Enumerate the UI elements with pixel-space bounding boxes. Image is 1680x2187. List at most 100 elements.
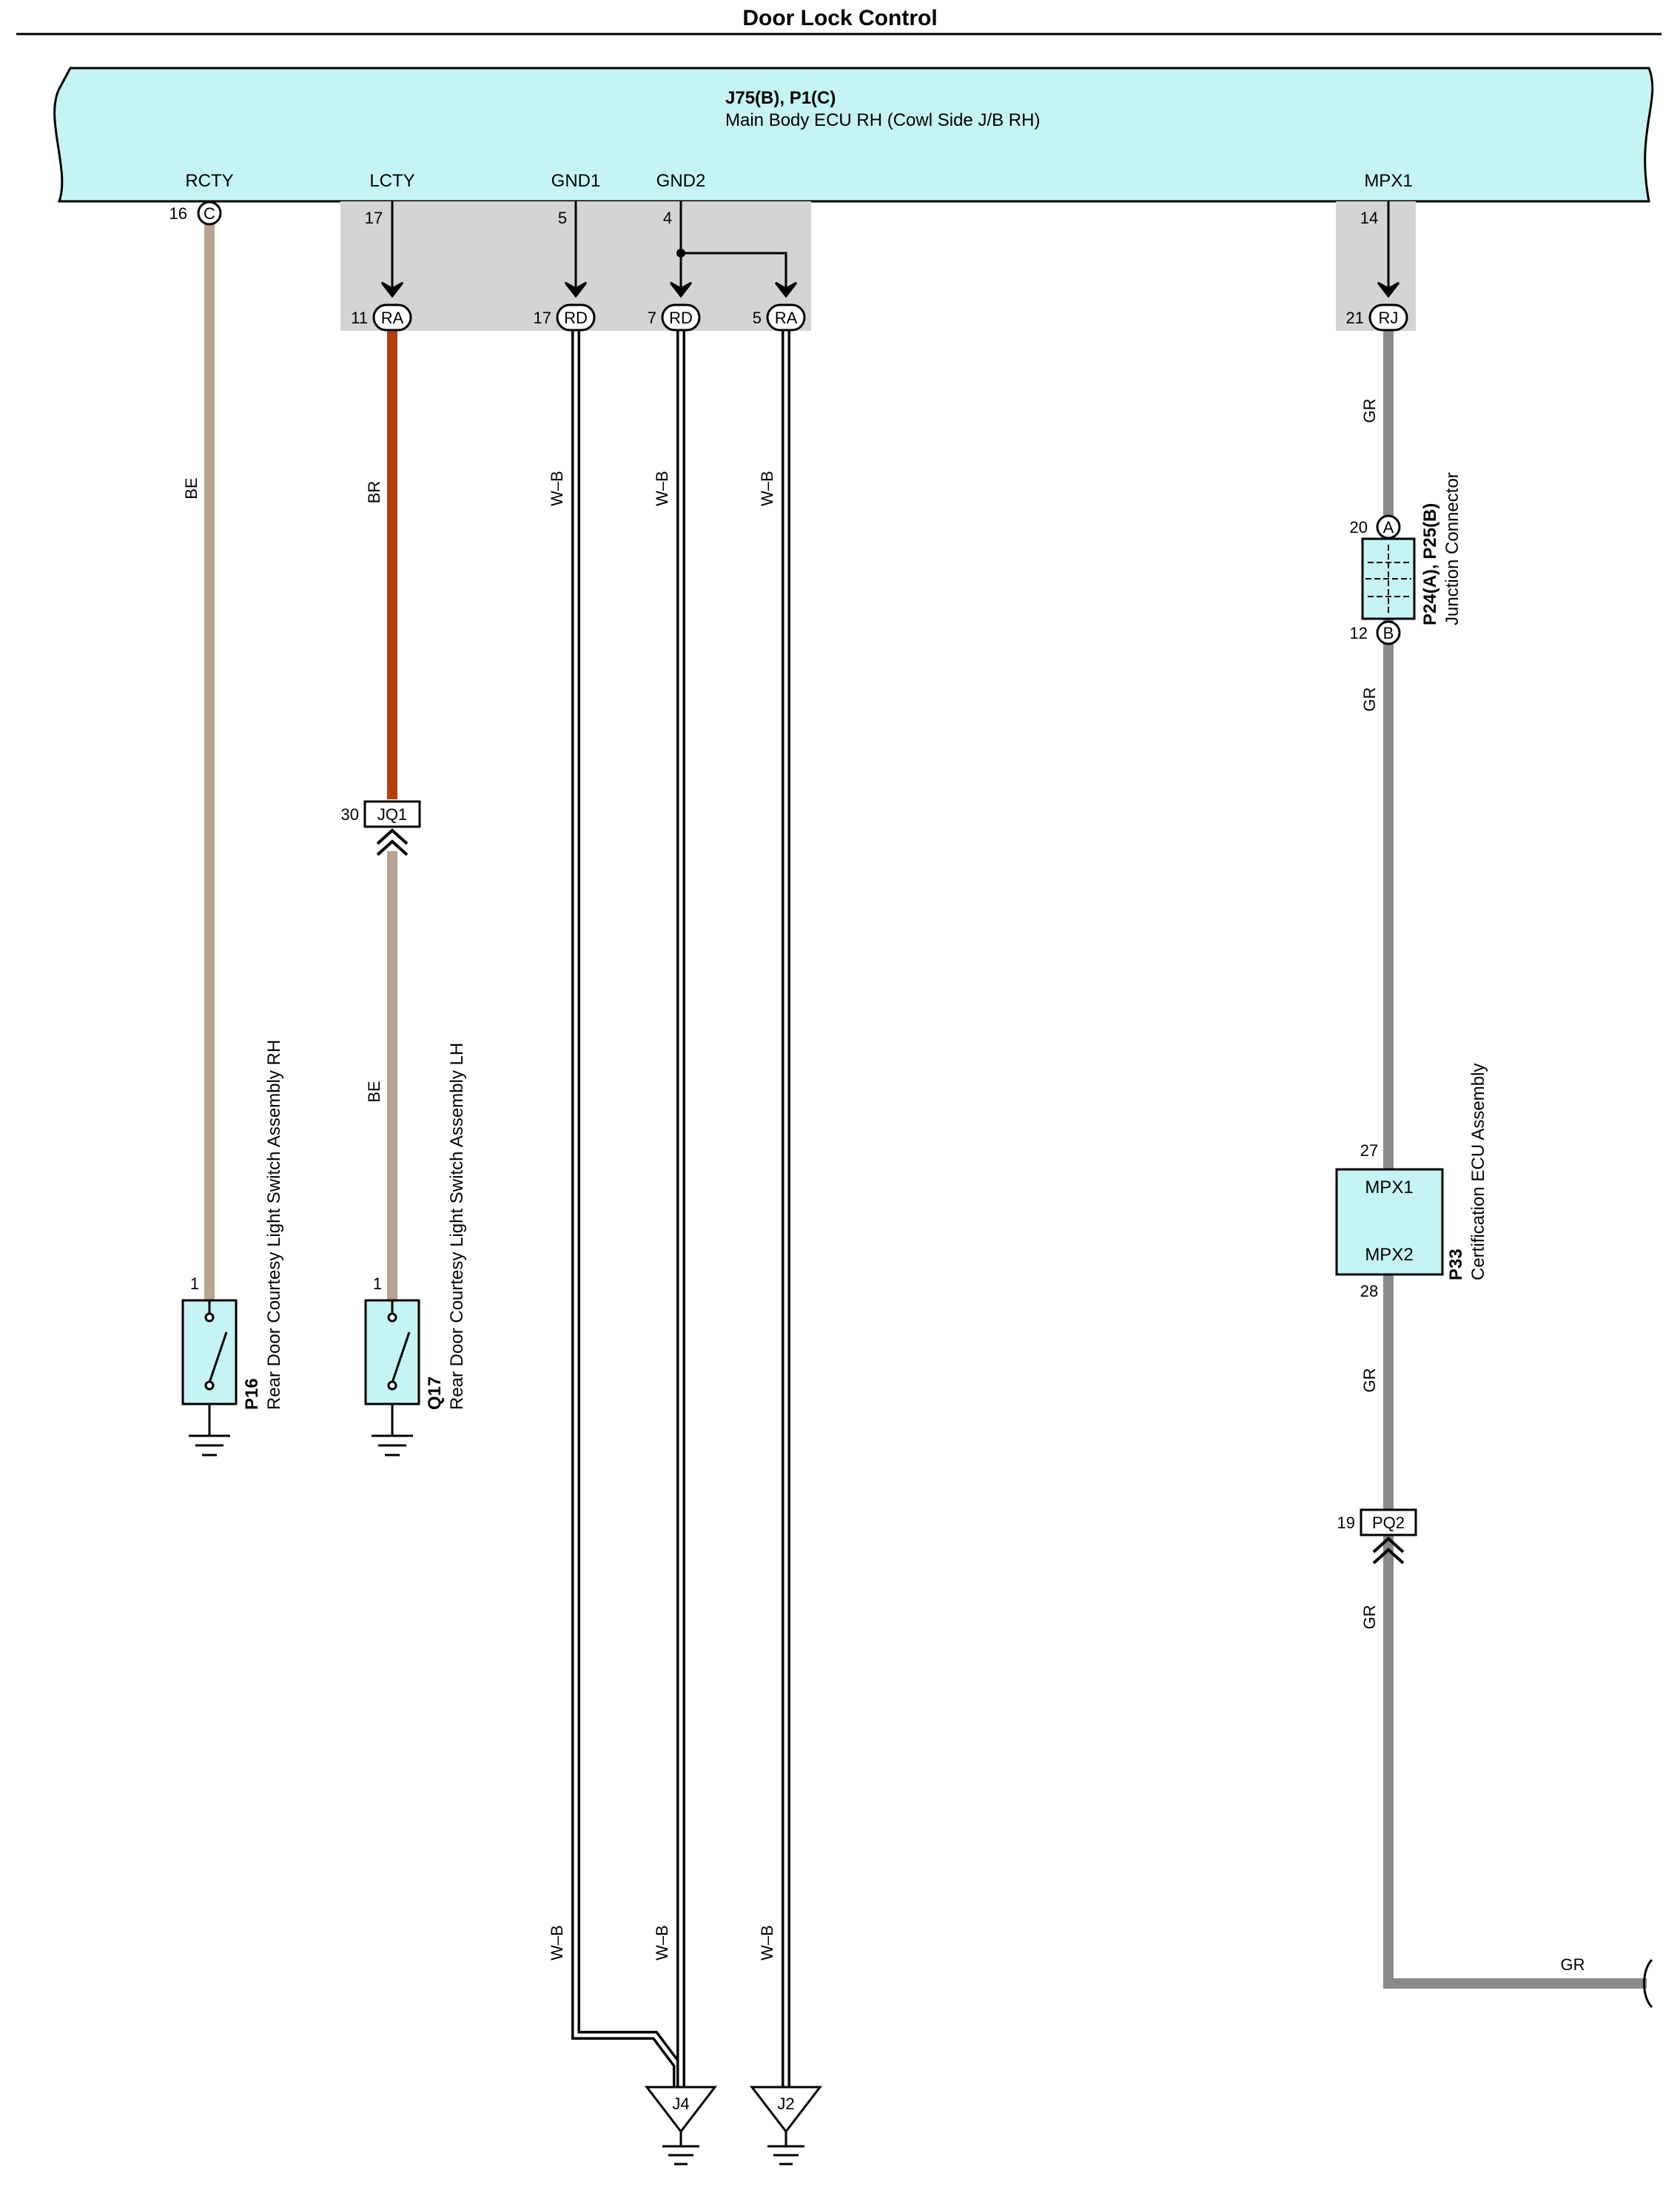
p33-certification-ecu <box>1335 1168 1444 1276</box>
pin-gnd2: 4 <box>663 209 672 227</box>
p33-terminal-mpx2: MPX2 <box>1365 1245 1413 1265</box>
p33-pin-27: 27 <box>1360 1141 1378 1160</box>
arrow-lcty <box>380 281 404 298</box>
connector-ra-5 <box>766 303 806 332</box>
wire-gnd1-wb-outer <box>571 330 682 2094</box>
wire-label-wb-ra5-top: W–B <box>758 471 776 506</box>
ground-j4-symbol <box>662 2131 699 2166</box>
wire-label-wb-gnd2-bottom: W–B <box>653 1925 671 1961</box>
connector-c-label: C <box>204 204 215 223</box>
connector-ra-11-label: RA <box>381 309 404 327</box>
wire-mpx1-gr <box>1383 330 1647 1989</box>
wire-label-gr-3: GR <box>1360 1368 1379 1393</box>
p16-name: Rear Door Courtesy Light Switch Assembly… <box>264 1040 284 1410</box>
pin-ra-5: 5 <box>753 309 762 327</box>
wire-label-wb-gnd1-top: W–B <box>548 471 566 506</box>
connector-b-pin: 12 <box>1350 624 1368 642</box>
pin-rd-17: 17 <box>534 309 551 327</box>
connector-jq1 <box>363 800 421 828</box>
q17-contact-top <box>387 1312 397 1323</box>
arrow-mpx1 <box>1377 281 1400 298</box>
wire-label-gr-1: GR <box>1360 399 1379 423</box>
ground-j4-label: J4 <box>672 2094 689 2113</box>
ground-j4-triangle <box>644 2086 718 2134</box>
wire-label-gr-5: GR <box>1561 1955 1585 1974</box>
wire-label-gr-4: GR <box>1360 1605 1379 1630</box>
p16-switch-blade <box>208 1331 228 1383</box>
p33-terminal-mpx1: MPX1 <box>1365 1178 1413 1197</box>
gnd2-branch-line <box>681 252 787 292</box>
arrow-gnd1 <box>564 281 588 298</box>
ecu-connector-code: J75(B), P1(C) <box>725 88 836 108</box>
p16-contact-top <box>204 1312 215 1323</box>
connector-jq1-label: JQ1 <box>377 805 407 824</box>
connector-a-label: A <box>1383 518 1394 537</box>
connector-c <box>197 201 222 226</box>
ecu-name: Main Body ECU RH (Cowl Side J/B RH) <box>725 110 1040 130</box>
ecu-terminal-rcty: RCTY <box>185 171 233 191</box>
ground-j2-triangle <box>749 2086 823 2134</box>
wire-label-wb-gnd2-top: W–B <box>653 471 671 506</box>
connector-rj-21 <box>1368 303 1408 332</box>
wire-break-mark <box>1643 1958 1653 2009</box>
main-body-ecu-box <box>53 67 1654 203</box>
connector-rd-7 <box>661 303 701 332</box>
q17-contact-bottom <box>387 1380 397 1391</box>
q17-switch-blade <box>391 1331 411 1383</box>
connector-pq2-label: PQ2 <box>1372 1514 1405 1532</box>
ground-j2-label: J2 <box>777 2094 794 2113</box>
p24-code: P24(A), P25(B) <box>1420 503 1440 625</box>
wire-label-be-lcty: BE <box>365 1081 383 1102</box>
ecu-terminal-gnd1: GND1 <box>551 171 601 191</box>
wire-label-br: BR <box>365 481 383 504</box>
connector-pq2-pin: 19 <box>1337 1514 1355 1532</box>
ecu-terminal-lcty: LCTY <box>369 171 414 191</box>
wire-label-gr-2: GR <box>1360 688 1379 712</box>
q17-pin: 1 <box>373 1274 382 1293</box>
q17-code: Q17 <box>425 1377 445 1410</box>
ecu-terminal-gnd2: GND2 <box>656 171 706 191</box>
arrow-gnd2 <box>669 281 693 298</box>
pin-rj-21: 21 <box>1346 309 1364 327</box>
q17-ground-symbol <box>372 1404 413 1457</box>
connector-rd-17-label: RD <box>564 309 588 327</box>
connector-jq1-pin: 30 <box>341 805 359 824</box>
p24-name: Junction Connector <box>1442 472 1462 625</box>
pin-mpx1: 14 <box>1360 209 1378 227</box>
pin-rcty: 16 <box>169 204 187 223</box>
pin-gnd1: 5 <box>558 209 567 227</box>
p16-code: P16 <box>242 1378 262 1410</box>
connector-rd-7-label: RD <box>669 309 693 327</box>
p33-pin-28: 28 <box>1360 1282 1378 1300</box>
p33-code: P33 <box>1446 1249 1466 1280</box>
pin-ra-11: 11 <box>351 309 368 327</box>
wire-label-be-rcty: BE <box>182 477 201 499</box>
connector-rd-17 <box>556 303 596 332</box>
pq2-chevrons <box>1372 1536 1405 1565</box>
q17-name: Rear Door Courtesy Light Switch Assembly… <box>447 1043 467 1410</box>
connector-b <box>1376 620 1401 645</box>
jq1-chevrons <box>376 828 409 856</box>
p16-ground-symbol <box>189 1404 230 1457</box>
pin-lcty: 17 <box>365 209 383 227</box>
connector-a-pin: 20 <box>1350 518 1368 537</box>
pin-rd-7: 7 <box>648 309 656 327</box>
p16-contact-bottom <box>204 1380 215 1391</box>
diagram-title: Door Lock Control <box>742 6 937 30</box>
ground-j2-symbol <box>767 2131 804 2166</box>
p16-pin: 1 <box>190 1274 199 1293</box>
wire-label-wb-gnd1-bottom: W–B <box>548 1925 566 1961</box>
connector-pq2 <box>1360 1508 1417 1536</box>
connector-b-label: B <box>1383 624 1394 642</box>
ecu-terminal-mpx1: MPX1 <box>1364 171 1412 191</box>
connector-rj-21-label: RJ <box>1379 309 1399 327</box>
connector-a <box>1376 514 1401 540</box>
connector-ra-11 <box>372 303 412 332</box>
wire-gnd1-wb-inner <box>574 330 679 2094</box>
p33-name: Certification ECU Assembly <box>1468 1064 1488 1280</box>
arrow-gnd2-branch <box>774 281 798 298</box>
wire-label-wb-ra5-bottom: W–B <box>758 1925 776 1961</box>
p24-junction-grid <box>1365 545 1411 613</box>
connector-ra-5-label: RA <box>775 309 798 327</box>
